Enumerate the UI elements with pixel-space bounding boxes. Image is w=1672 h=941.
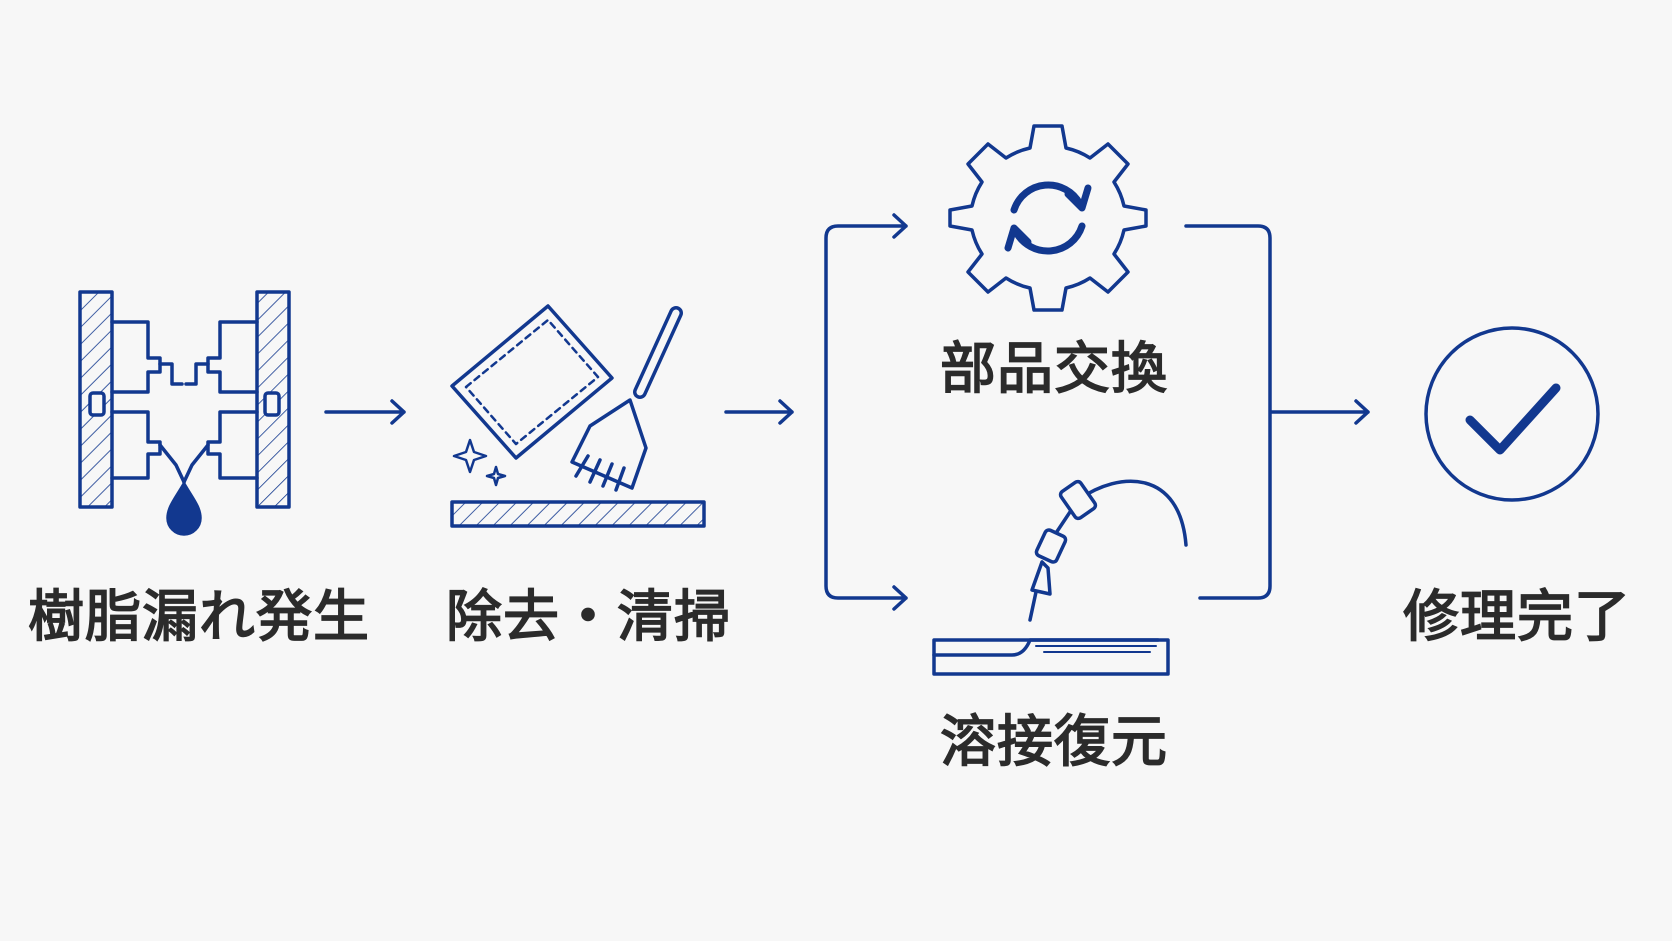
step-label-replace: 部品交換 [940,337,1168,402]
welding-torch-icon [932,479,1188,676]
cloth-brush-icon [450,304,706,528]
step-label-clean: 除去・清掃 [446,585,731,650]
mold-leak-icon [78,290,291,536]
step-label-done: 修理完了 [1403,585,1631,650]
step-label-leak: 樹脂漏れ発生 [28,585,370,650]
branch-left-connector [824,213,908,611]
step-label-weld: 溶接復元 [940,710,1168,775]
check-circle-icon [1424,326,1600,502]
arrow-2 [724,399,794,425]
branch-right-connector [1184,224,1370,600]
arrow-1 [324,399,406,425]
gear-refresh-icon [948,124,1148,312]
